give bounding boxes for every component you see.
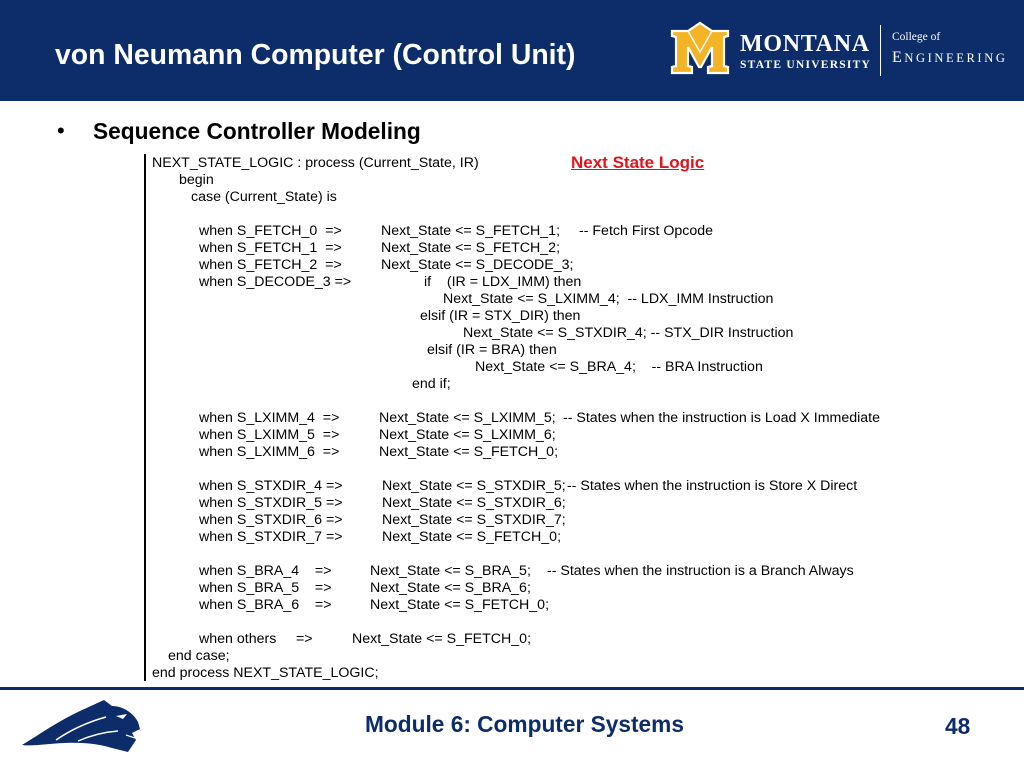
case-action: Next_State <= S_LXIMM_6; — [379, 427, 556, 443]
code-block-border — [144, 154, 146, 681]
case-when: when S_STXDIR_7 => — [199, 529, 343, 545]
case-action: Next_State <= S_BRA_6; — [370, 580, 531, 596]
case-header-line: case (Current_State) is — [191, 189, 337, 205]
then-stx-dir: Next_State <= S_STXDIR_4; -- STX_DIR Ins… — [463, 325, 794, 341]
case-action: Next_State <= S_FETCH_0; — [382, 529, 562, 545]
case-when: when S_BRA_5 => — [199, 580, 332, 596]
case-when: when S_FETCH_2 => — [199, 257, 342, 273]
case-action: Next_State <= S_LXIMM_5; — [379, 410, 556, 426]
case-action: Next_State <= S_STXDIR_7; — [382, 512, 566, 528]
case-when: when S_FETCH_1 => — [199, 240, 342, 256]
elsif-bra: elsif (IR = BRA) then — [427, 342, 557, 358]
case-action: Next_State <= S_DECODE_3; — [381, 257, 574, 273]
case-when: when others => — [199, 631, 313, 647]
case-action: Next_State <= S_FETCH_0; — [352, 631, 532, 647]
university-subname: STATE UNIVERSITY — [740, 59, 872, 71]
bobcat-icon — [22, 700, 140, 752]
case-when: when S_LXIMM_6 => — [199, 444, 340, 460]
bullet-marker: • — [57, 118, 65, 143]
case-comment: -- States when the instruction is Store … — [567, 478, 858, 494]
college-prefix: College of — [892, 31, 941, 43]
slide-title: von Neumann Computer (Control Unit) — [55, 39, 576, 71]
case-action: Next_State <= S_FETCH_2; — [381, 240, 561, 256]
end-if: end if; — [412, 376, 451, 392]
begin-line: begin — [179, 172, 214, 188]
next-state-logic-label: Next State Logic — [571, 153, 705, 172]
case-when: when S_BRA_6 => — [199, 597, 332, 613]
end-process-line: end process NEXT_STATE_LOGIC; — [152, 665, 379, 681]
elsif-stx-dir: elsif (IR = STX_DIR) then — [420, 308, 581, 324]
case-when: when S_DECODE_3 => — [199, 274, 352, 290]
case-comment: -- States when the instruction is a Bran… — [547, 563, 854, 579]
case-action: Next_State <= S_FETCH_0; — [370, 597, 550, 613]
case-comment: -- Fetch First Opcode — [579, 223, 714, 239]
case-action: Next_State <= S_BRA_5; — [370, 563, 531, 579]
case-comment: -- States when the instruction is Load X… — [563, 410, 881, 426]
case-action: Next_State <= S_FETCH_0; — [379, 444, 559, 460]
case-action: Next_State <= S_STXDIR_6; — [382, 495, 566, 511]
then-bra: Next_State <= S_BRA_4; -- BRA Instructio… — [475, 359, 763, 375]
case-when: when S_LXIMM_5 => — [199, 427, 340, 443]
case-action: Next_State <= S_STXDIR_5; — [382, 478, 566, 494]
msu-m-icon — [670, 21, 730, 75]
section-heading: Sequence Controller Modeling — [93, 118, 421, 144]
logo-divider — [880, 25, 881, 76]
page-number: 48 — [945, 713, 971, 739]
case-action: Next_State <= S_FETCH_1; — [381, 223, 561, 239]
college-name: ENGINEERING — [892, 49, 1008, 66]
case-when: when S_STXDIR_6 => — [199, 512, 343, 528]
case-when: when S_FETCH_0 => — [199, 223, 342, 239]
case-when: when S_STXDIR_4 => — [199, 478, 343, 494]
university-name: MONTANA — [740, 31, 870, 57]
footer-divider — [0, 687, 1024, 690]
process-header-line: NEXT_STATE_LOGIC : process (Current_Stat… — [152, 155, 479, 171]
then-ldx-imm: Next_State <= S_LXIMM_4; -- LDX_IMM Inst… — [443, 291, 774, 307]
slide-header — [0, 0, 1024, 101]
case-when: when S_LXIMM_4 => — [199, 410, 340, 426]
module-label: Module 6: Computer Systems — [365, 711, 684, 737]
if-ldx-imm: if (IR = LDX_IMM) then — [424, 274, 582, 290]
case-when: when S_STXDIR_5 => — [199, 495, 343, 511]
end-case-line: end case; — [168, 648, 230, 664]
case-when: when S_BRA_4 => — [199, 563, 332, 579]
